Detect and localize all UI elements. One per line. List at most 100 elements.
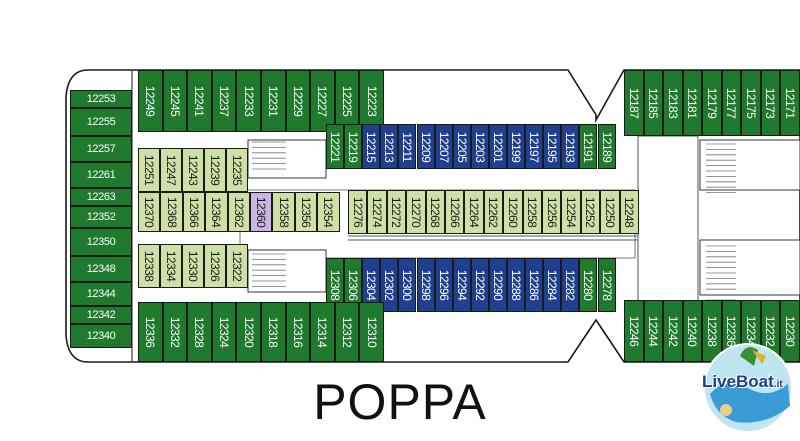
cabin-12181[interactable]: 12181 <box>682 70 702 136</box>
cabin-12262[interactable]: 12262 <box>483 190 504 234</box>
cabin-12219[interactable]: 12219 <box>344 124 363 169</box>
cabin-12322[interactable]: 12322 <box>226 244 248 288</box>
cabin-12298[interactable]: 12298 <box>416 258 435 312</box>
cabin-12318[interactable]: 12318 <box>261 302 286 362</box>
cabin-12191[interactable]: 12191 <box>579 124 598 169</box>
cabin-12254[interactable]: 12254 <box>561 190 581 234</box>
cabin-12264[interactable]: 12264 <box>464 190 484 234</box>
cabin-12207[interactable]: 12207 <box>434 124 453 169</box>
cabin-12171[interactable]: 12171 <box>780 70 800 136</box>
cabin-12201[interactable]: 12201 <box>488 124 507 169</box>
cabin-12193[interactable]: 12193 <box>561 124 580 169</box>
cabin-12300[interactable]: 12300 <box>398 258 417 312</box>
cabin-12356[interactable]: 12356 <box>294 192 318 232</box>
cabin-12342[interactable]: 12342 <box>70 306 132 324</box>
cabin-12252[interactable]: 12252 <box>580 190 601 234</box>
cabin-12209[interactable]: 12209 <box>416 124 435 169</box>
cabin-12179[interactable]: 12179 <box>702 70 722 136</box>
cabin-12256[interactable]: 12256 <box>542 190 562 234</box>
cabin-12358[interactable]: 12358 <box>272 192 295 232</box>
cabin-12173[interactable]: 12173 <box>760 70 780 136</box>
cabin-12286[interactable]: 12286 <box>525 258 544 312</box>
cabin-12233[interactable]: 12233 <box>236 70 261 132</box>
cabin-12302[interactable]: 12302 <box>380 258 399 312</box>
cabin-12229[interactable]: 12229 <box>285 70 311 132</box>
cabin-12354[interactable]: 12354 <box>317 192 340 232</box>
cabin-12245[interactable]: 12245 <box>162 70 188 132</box>
cabin-12278[interactable]: 12278 <box>597 258 616 312</box>
cabin-12221[interactable]: 12221 <box>326 124 345 169</box>
cabin-12270[interactable]: 12270 <box>406 190 426 234</box>
cabin-12282[interactable]: 12282 <box>561 258 580 312</box>
cabin-12294[interactable]: 12294 <box>452 258 471 312</box>
cabin-12292[interactable]: 12292 <box>470 258 489 312</box>
cabin-12360[interactable]: 12360 <box>250 192 273 232</box>
cabin-12290[interactable]: 12290 <box>488 258 507 312</box>
cabin-12215[interactable]: 12215 <box>362 124 381 169</box>
cabin-12244[interactable]: 12244 <box>643 300 663 362</box>
cabin-12249[interactable]: 12249 <box>138 70 163 132</box>
cabin-12230[interactable]: 12230 <box>780 300 800 362</box>
cabin-12310[interactable]: 12310 <box>359 302 384 362</box>
cabin-12231[interactable]: 12231 <box>261 70 286 132</box>
cabin-12258[interactable]: 12258 <box>522 190 542 234</box>
cabin-12246[interactable]: 12246 <box>624 300 644 362</box>
cabin-12336[interactable]: 12336 <box>138 302 163 362</box>
cabin-12320[interactable]: 12320 <box>236 302 261 362</box>
cabin-12175[interactable]: 12175 <box>741 70 761 136</box>
cabin-12344[interactable]: 12344 <box>70 282 132 306</box>
cabin-12368[interactable]: 12368 <box>160 192 183 232</box>
cabin-12280[interactable]: 12280 <box>579 258 598 312</box>
cabin-12247[interactable]: 12247 <box>160 148 182 192</box>
cabin-12239[interactable]: 12239 <box>204 148 226 192</box>
cabin-12197[interactable]: 12197 <box>525 124 544 169</box>
cabin-12268[interactable]: 12268 <box>425 190 445 234</box>
cabin-12237[interactable]: 12237 <box>211 70 237 132</box>
cabin-12260[interactable]: 12260 <box>503 190 523 234</box>
cabin-12284[interactable]: 12284 <box>543 258 562 312</box>
cabin-12257[interactable]: 12257 <box>70 136 132 162</box>
cabin-12241[interactable]: 12241 <box>187 70 212 132</box>
cabin-12272[interactable]: 12272 <box>386 190 407 234</box>
cabin-12185[interactable]: 12185 <box>643 70 663 136</box>
cabin-12250[interactable]: 12250 <box>600 190 620 234</box>
cabin-12312[interactable]: 12312 <box>334 302 360 362</box>
cabin-12362[interactable]: 12362 <box>227 192 250 232</box>
cabin-12189[interactable]: 12189 <box>597 124 616 169</box>
cabin-12195[interactable]: 12195 <box>543 124 562 169</box>
cabin-12366[interactable]: 12366 <box>182 192 206 232</box>
cabin-12330[interactable]: 12330 <box>182 244 204 288</box>
cabin-12177[interactable]: 12177 <box>721 70 741 136</box>
cabin-12266[interactable]: 12266 <box>445 190 465 234</box>
cabin-12370[interactable]: 12370 <box>138 192 161 232</box>
cabin-12263[interactable]: 12263 <box>70 188 132 206</box>
cabin-12255[interactable]: 12255 <box>70 108 132 136</box>
cabin-12326[interactable]: 12326 <box>204 244 226 288</box>
cabin-12199[interactable]: 12199 <box>507 124 526 169</box>
cabin-12261[interactable]: 12261 <box>70 162 132 188</box>
cabin-12328[interactable]: 12328 <box>187 302 212 362</box>
cabin-12274[interactable]: 12274 <box>367 190 387 234</box>
cabin-12235[interactable]: 12235 <box>226 148 248 192</box>
cabin-12242[interactable]: 12242 <box>663 300 683 362</box>
cabin-12316[interactable]: 12316 <box>285 302 311 362</box>
cabin-12248[interactable]: 12248 <box>619 190 639 234</box>
cabin-12243[interactable]: 12243 <box>182 148 204 192</box>
cabin-12352[interactable]: 12352 <box>70 206 132 228</box>
cabin-12227[interactable]: 12227 <box>310 70 335 132</box>
cabin-12324[interactable]: 12324 <box>211 302 237 362</box>
cabin-12364[interactable]: 12364 <box>205 192 228 232</box>
cabin-12332[interactable]: 12332 <box>162 302 188 362</box>
cabin-12187[interactable]: 12187 <box>624 70 644 136</box>
cabin-12276[interactable]: 12276 <box>348 190 368 234</box>
cabin-12334[interactable]: 12334 <box>160 244 182 288</box>
cabin-12205[interactable]: 12205 <box>452 124 471 169</box>
cabin-12348[interactable]: 12348 <box>70 256 132 282</box>
cabin-12240[interactable]: 12240 <box>682 300 702 362</box>
cabin-12253[interactable]: 12253 <box>70 90 132 108</box>
cabin-12223[interactable]: 12223 <box>359 70 384 132</box>
cabin-12203[interactable]: 12203 <box>470 124 489 169</box>
cabin-12296[interactable]: 12296 <box>434 258 453 312</box>
cabin-12251[interactable]: 12251 <box>138 148 160 192</box>
cabin-12314[interactable]: 12314 <box>310 302 335 362</box>
